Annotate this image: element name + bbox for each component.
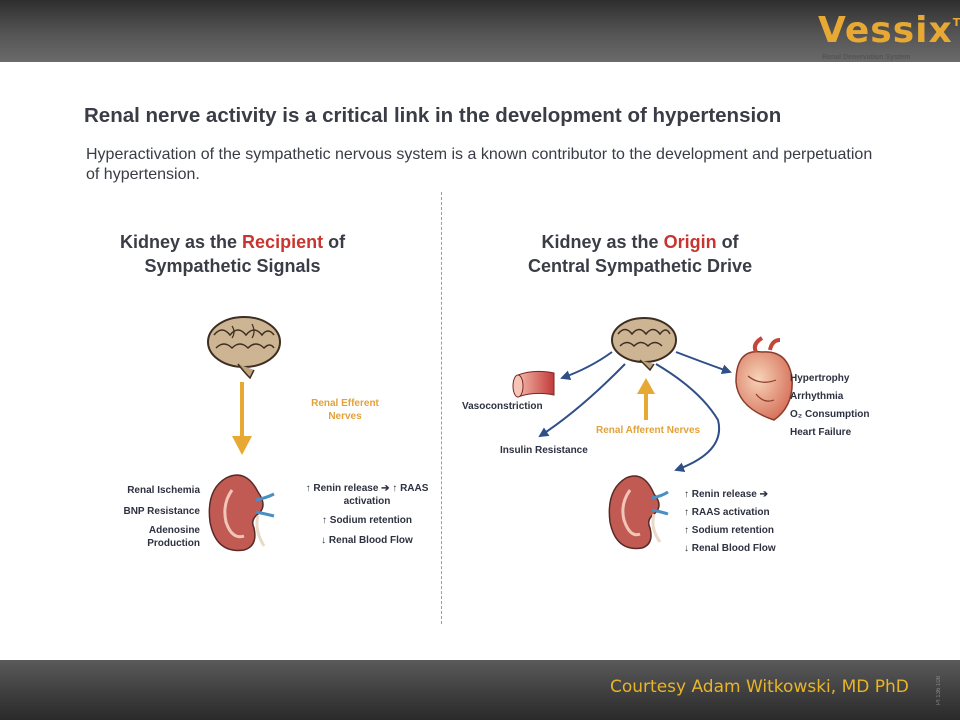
logo-tagline: Renal Denervation System: [822, 54, 911, 61]
panel-divider: [441, 192, 442, 624]
kidney-icon-left: [208, 474, 275, 552]
kidney-icon-right: [608, 475, 669, 550]
list-item: Production: [147, 538, 200, 549]
list-item: ↑ Sodium retention: [322, 515, 412, 526]
vasoconstriction-label: Vasoconstriction: [462, 401, 543, 412]
kidney-effects-list: ↑ Renin release ➔ ↑ RAAS activation ↑ So…: [684, 486, 776, 558]
afferent-arrow-icon: [637, 378, 655, 420]
bottom-band: [0, 660, 960, 720]
brain-icon-left: [207, 316, 281, 380]
list-item: Arrhythmia: [790, 391, 844, 402]
slide-subtext: Hyperactivation of the sympathetic nervo…: [86, 146, 873, 183]
right-effects-list: ↑ Renin release ➔ ↑ RAAS activation ↑ So…: [292, 482, 442, 550]
left-effects-list: Renal Ischemia BNP Resistance Adenosine …: [100, 482, 200, 550]
list-item: Renal Ischemia: [127, 485, 200, 496]
heart-effects-list: Hypertrophy Arrhythmia O₂ Consumption He…: [790, 370, 869, 442]
list-item: Heart Failure: [790, 427, 852, 438]
list-item: O₂ Consumption: [790, 409, 870, 420]
list-item: BNP Resistance: [123, 506, 200, 517]
slide-canvas: [0, 62, 960, 660]
list-item: activation: [343, 496, 391, 507]
efferent-arrows: [538, 351, 732, 472]
blood-vessel-icon: [512, 370, 555, 398]
brain-icon-right: [611, 317, 677, 372]
list-item: ↓ Renal Blood Flow: [321, 535, 413, 546]
right-panel-title: Kidney as the Origin of Central Sympathe…: [528, 232, 753, 276]
list-item: ↑ Sodium retention: [684, 525, 774, 536]
list-item: ↑ Renin release ➔: [684, 489, 768, 500]
list-item: ↓ Renal Blood Flow: [684, 543, 776, 554]
afferent-nerves-label: Renal Afferent Nerves: [596, 425, 701, 436]
vessix-logo: VessixTM: [818, 10, 960, 51]
list-item: Hypertrophy: [790, 373, 850, 384]
footer-code: PI 136 108: [936, 676, 942, 706]
efferent-arrow-icon: [232, 382, 252, 455]
footer-credit: Courtesy Adam Witkowski, MD PhD: [610, 677, 909, 697]
slide-headline: Renal nerve activity is a critical link …: [84, 104, 782, 127]
left-panel-title: Kidney as the Recipient of Sympathetic S…: [120, 232, 346, 276]
list-item: ↑ RAAS activation: [684, 507, 770, 518]
list-item: Adenosine: [148, 525, 200, 536]
heart-icon: [735, 336, 793, 421]
top-band: [0, 0, 960, 62]
insulin-resistance-label: Insulin Resistance: [500, 445, 588, 456]
list-item: ↑ Renin release ➔ ↑ RAAS: [305, 483, 429, 494]
